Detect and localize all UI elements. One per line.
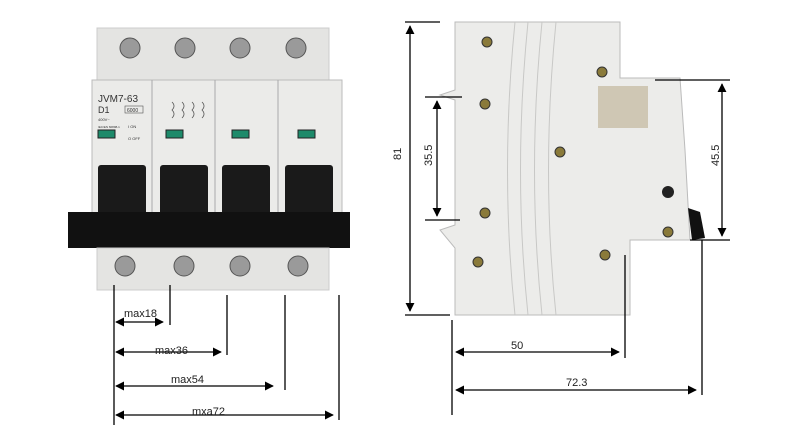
voltage-label: 400V~	[98, 117, 110, 122]
top-screws	[119, 37, 307, 59]
dim-35-5: 35.5	[423, 145, 435, 166]
dim-45-5: 45.5	[710, 145, 722, 166]
rivets	[472, 36, 674, 268]
rating-label: 6000	[127, 108, 138, 114]
label-plate	[598, 86, 648, 128]
bottom-screws	[114, 255, 309, 277]
dim-50: 50	[511, 340, 523, 352]
toggle-handles[interactable]	[98, 165, 333, 215]
standard-label: IEC/EN 60898-1	[98, 125, 120, 129]
circuit-symbol	[171, 101, 205, 119]
dim-max36: max36	[155, 345, 188, 357]
on-label: I ON	[128, 124, 136, 129]
handle-tie-bar[interactable]	[68, 212, 350, 248]
dim-mxa72: mxa72	[192, 406, 225, 418]
side-dimension-lines	[405, 21, 730, 415]
off-label: O OFF	[128, 136, 141, 141]
model-label: JVM7-63	[98, 94, 138, 105]
dim-72-3: 72.3	[566, 377, 587, 389]
dim-max18: max18	[124, 308, 157, 320]
front-dimension-lines	[113, 285, 340, 425]
status-indicators	[97, 129, 316, 139]
dim-81: 81	[392, 148, 404, 160]
side-view	[438, 21, 705, 316]
side-handle[interactable]	[688, 208, 705, 240]
dim-max54: max54	[171, 374, 204, 386]
front-view: JVM7-63 D1 6000 400V~ IEC/EN 60898-1 I O…	[68, 27, 350, 291]
curve-label: D1	[98, 105, 110, 115]
